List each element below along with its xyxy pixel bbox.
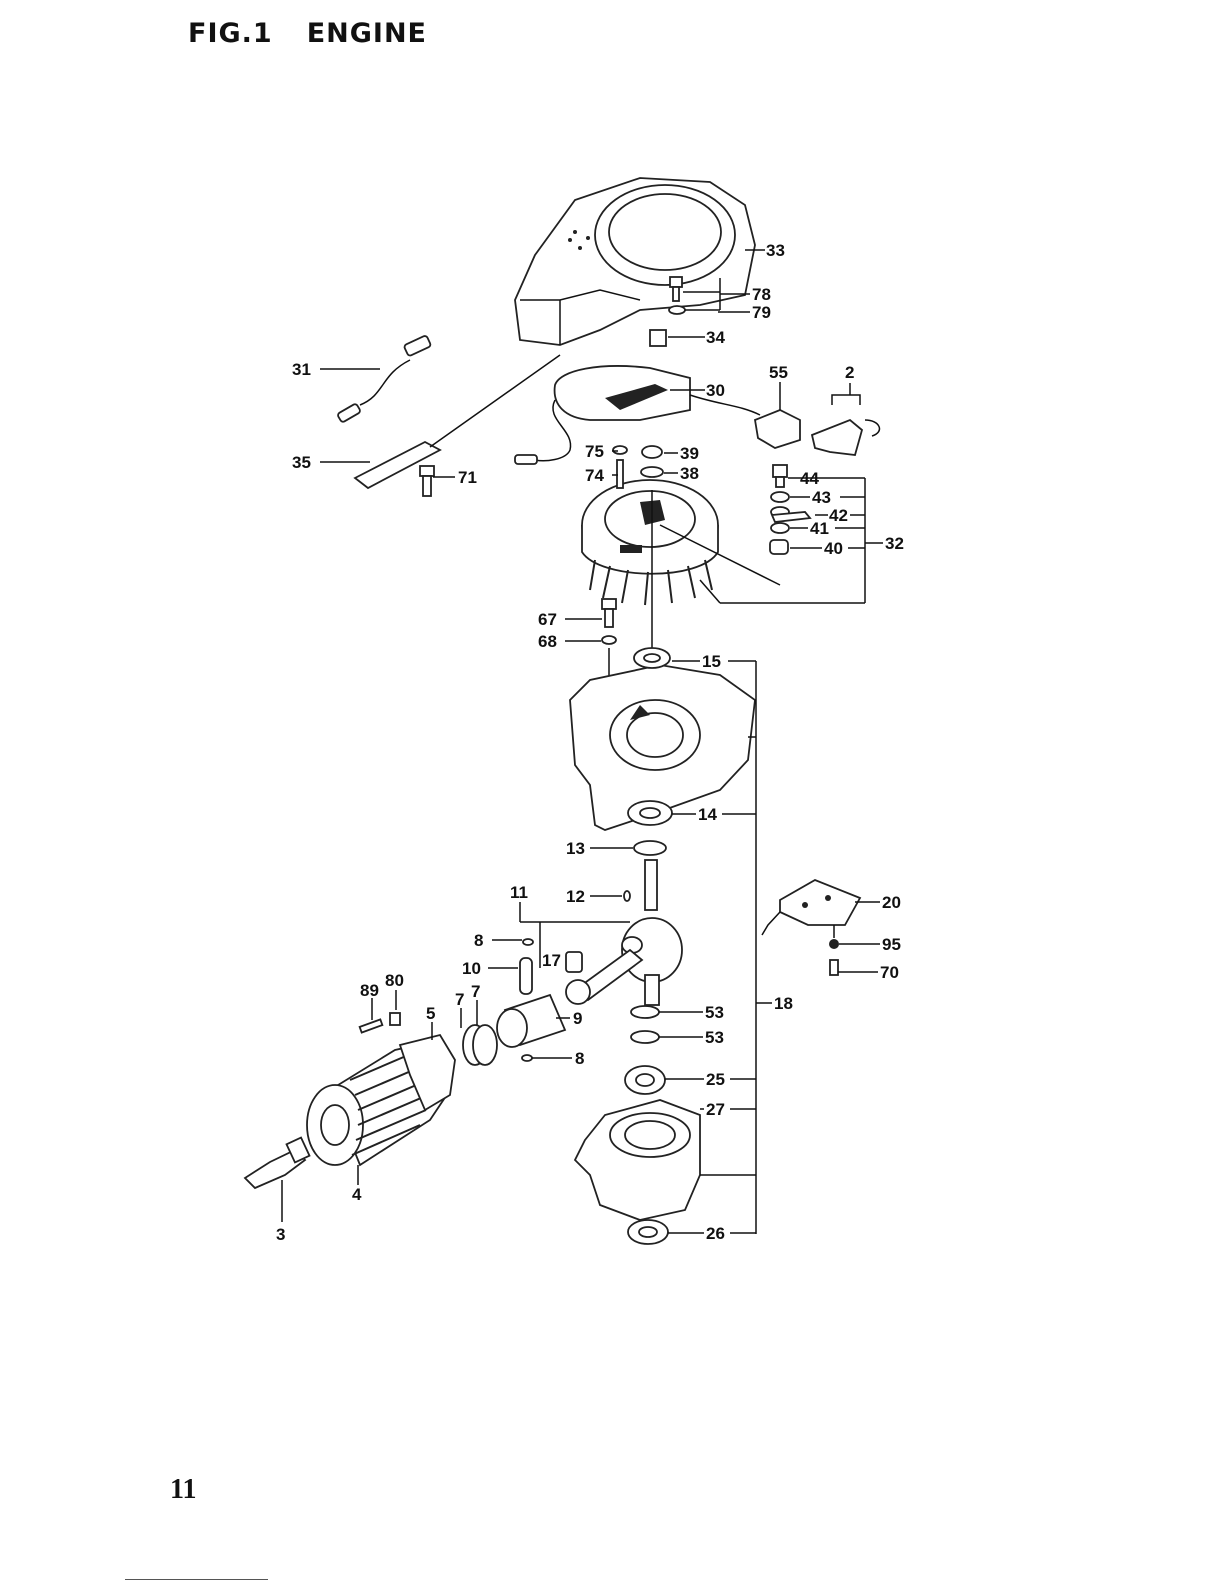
callout-2: 2	[845, 363, 854, 382]
callout-79: 79	[752, 303, 771, 322]
thrust-washer-2-part	[631, 1031, 659, 1043]
callout-89: 89	[360, 981, 379, 1000]
callout-67: 67	[538, 610, 557, 629]
callout-3: 3	[276, 1225, 285, 1244]
callout-13: 13	[566, 839, 585, 858]
flywheel-washer-part	[641, 467, 663, 477]
callout-39: 39	[680, 444, 699, 463]
callout-71: 71	[458, 468, 477, 487]
footer-rule	[125, 1579, 268, 1580]
crankshaft-part	[566, 860, 682, 1005]
callout-7-a: 7	[455, 990, 464, 1009]
callout-18: 18	[774, 994, 793, 1013]
needle-bearing-part	[566, 952, 582, 972]
callout-38: 38	[680, 464, 699, 483]
callout-55: 55	[769, 363, 788, 382]
callout-4: 4	[352, 1185, 362, 1204]
shim-part	[634, 841, 666, 855]
callout-80: 80	[385, 971, 404, 990]
callout-70: 70	[880, 963, 899, 982]
callout-33: 33	[766, 241, 785, 260]
callout-95: 95	[882, 935, 901, 954]
washer-part	[613, 446, 627, 454]
callout-17: 17	[542, 951, 561, 970]
callout-35: 35	[292, 453, 311, 472]
callout-75: 75	[585, 442, 604, 461]
spark-plug-part	[245, 1138, 309, 1188]
clip-part	[650, 330, 666, 346]
piston-ring-part	[463, 1025, 497, 1065]
callout-9: 9	[573, 1009, 582, 1028]
callout-5: 5	[426, 1004, 435, 1023]
callout-12: 12	[566, 887, 585, 906]
flywheel-part	[582, 480, 718, 605]
callout-31: 31	[292, 360, 311, 379]
callout-43: 43	[812, 488, 831, 507]
callout-27: 27	[706, 1100, 725, 1119]
callout-42: 42	[829, 506, 848, 525]
cylinder-bolt-part	[360, 1013, 400, 1033]
callout-40: 40	[824, 539, 843, 558]
callout-74: 74	[585, 466, 604, 485]
callout-8-upper: 8	[474, 931, 483, 950]
thrust-washer-part	[631, 1006, 659, 1018]
callout-20: 20	[882, 893, 901, 912]
callout-68: 68	[538, 632, 557, 651]
fan-cover-part	[515, 178, 755, 345]
crankcase-lower-part	[575, 1100, 700, 1220]
callout-14: 14	[698, 805, 717, 824]
callout-78: 78	[752, 285, 771, 304]
callout-34: 34	[706, 328, 725, 347]
lead-wire-part	[337, 335, 431, 423]
callout-32: 32	[885, 534, 904, 553]
callout-53-lower: 53	[705, 1028, 724, 1047]
ignition-module-part	[762, 880, 860, 975]
page-number: 11	[170, 1474, 196, 1506]
callout-41: 41	[810, 519, 829, 538]
callout-25: 25	[706, 1070, 725, 1089]
callout-7-b: 7	[471, 982, 480, 1001]
callout-53-upper: 53	[705, 1003, 724, 1022]
key-part	[624, 891, 630, 901]
callout-30: 30	[706, 381, 725, 400]
cylinder-part	[307, 1035, 455, 1165]
callout-44: 44	[800, 469, 819, 488]
stud-part	[617, 460, 623, 488]
callout-26: 26	[706, 1224, 725, 1243]
callout-15: 15	[702, 652, 721, 671]
flywheel-nut-part	[642, 446, 662, 458]
callout-11: 11	[510, 883, 528, 902]
plug-cap-part	[755, 395, 879, 455]
callout-8-lower: 8	[575, 1049, 584, 1068]
callout-10: 10	[462, 959, 481, 978]
